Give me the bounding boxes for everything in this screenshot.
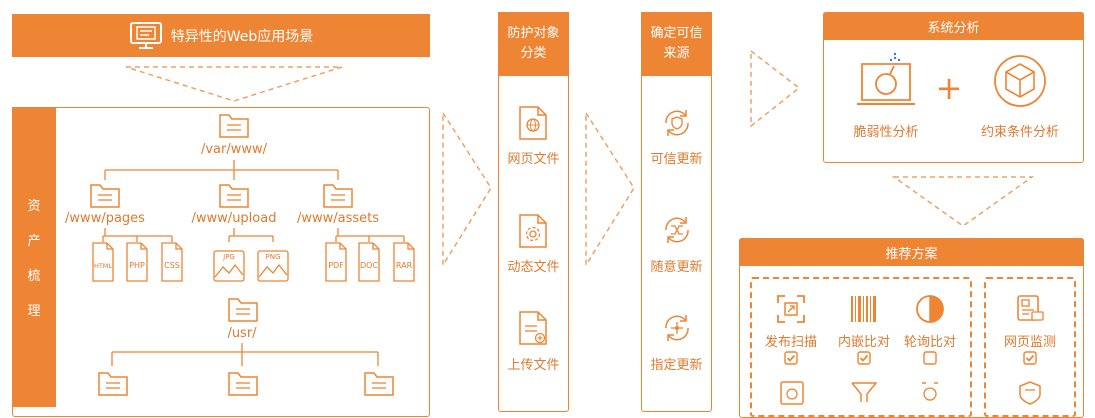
file-icon-pdf: PDF [325, 242, 347, 282]
source-title: 确定可信来源 [650, 26, 703, 61]
check-mark-icon [1025, 354, 1035, 362]
recommend-item-label: 网页监测 [1003, 335, 1056, 350]
badge-icon [922, 382, 938, 401]
root-dir-label: /var/www/ [200, 142, 268, 157]
folder-icon [364, 372, 394, 396]
file-type-label: CSS [164, 261, 180, 270]
down-arrow-header [125, 66, 343, 102]
classify-item-label: 上传文件 [507, 358, 560, 373]
analysis-header: 系统分析 [823, 12, 1084, 40]
bomb-laptop-icon [857, 52, 915, 105]
upload-doc-icon [519, 311, 547, 345]
usr-dir-label: /usr/ [227, 326, 257, 341]
source-header: 确定可信来源 [641, 12, 712, 76]
dir-label-pages: /www/pages [65, 211, 145, 226]
clock-doc-icon [780, 381, 804, 405]
source-item-label: 可信更新 [650, 152, 703, 167]
check-mark-icon [859, 354, 869, 362]
folder-icon [323, 184, 353, 208]
asset-side-char: 梳 [27, 269, 41, 284]
right-arrow-2 [585, 110, 635, 268]
file-icon-jpg: JPG [213, 250, 245, 282]
webpage-doc-icon [519, 106, 547, 140]
dir-label-assets: /www/assets [296, 211, 380, 226]
folder-icon [228, 372, 258, 396]
classify-header: 防护对象分类 [498, 12, 569, 76]
publish-scan-checkbox[interactable] [784, 350, 798, 365]
tree-lines [102, 160, 405, 366]
source-item-label: 随意更新 [650, 260, 703, 275]
down-arrow-analysis [891, 176, 1035, 227]
source-column [641, 12, 712, 412]
constraint-cube-icon [994, 55, 1046, 107]
analysis-title: 系统分析 [927, 20, 980, 36]
folder-icon [98, 372, 128, 396]
barcode-icon [851, 296, 876, 322]
publish-scan-icon [777, 295, 805, 323]
random-refresh-icon [665, 217, 689, 243]
designated-refresh-icon [665, 315, 689, 341]
recommend-item-label: 轮询比对 [903, 335, 956, 350]
plus-sign: + [935, 69, 963, 107]
classify-item-label: 动态文件 [507, 260, 560, 275]
scenario-title: 特异性的Web应用场景 [170, 28, 314, 45]
classify-item-label: 网页文件 [507, 152, 560, 167]
web-monitor-checkbox[interactable] [1023, 350, 1037, 365]
analysis-item-label: 约束条件分析 [980, 125, 1059, 140]
file-icon-rar: RAR [393, 242, 415, 282]
embedded-compare-checkbox[interactable] [857, 350, 871, 365]
dir-label-upload: /www/upload [191, 211, 277, 226]
recommend-box [739, 238, 1084, 418]
file-type-label: HTML [93, 262, 113, 270]
web-monitor-icon [1017, 295, 1044, 321]
analysis-item-label: 脆弱性分析 [853, 125, 919, 140]
filter-icon [851, 382, 878, 402]
right-arrow-3 [750, 49, 801, 128]
file-icon-html: HTML [92, 242, 114, 282]
asset-side-char: 产 [27, 234, 41, 249]
recommend-header: 推荐方案 [739, 238, 1084, 266]
file-icon-png: PNG [257, 250, 289, 282]
file-type-label: PHP [129, 261, 145, 270]
file-icon-css: CSS [161, 242, 183, 282]
file-type-label: PDF [328, 261, 344, 270]
check-mark-icon [786, 354, 796, 362]
folder-icon [90, 184, 120, 208]
recommend-item-label: 内嵌比对 [837, 335, 890, 350]
file-type-label: JPG [223, 253, 235, 261]
asset-side-bar: 资 产 梳 理 [12, 107, 56, 407]
shield-check-icon [1019, 381, 1041, 405]
monitor-icon [129, 21, 163, 51]
classify-column [498, 12, 569, 412]
source-item-label: 指定更新 [650, 358, 703, 373]
folder-icon [228, 298, 258, 322]
file-type-label: RAR [395, 261, 413, 270]
trusted-refresh-icon [665, 110, 689, 136]
recommend-item-label: 发布扫描 [764, 335, 817, 350]
asset-side-char: 理 [27, 304, 41, 319]
asset-side-char: 资 [27, 199, 41, 214]
recommend-title: 推荐方案 [885, 246, 938, 262]
folder-icon [219, 114, 249, 138]
half-circle-icon [916, 295, 944, 323]
right-arrow-1 [442, 110, 492, 268]
classify-title: 防护对象分类 [507, 26, 560, 61]
folder-icon [219, 184, 249, 208]
file-icon-php: PHP [126, 242, 148, 282]
dynamic-doc-icon [519, 214, 547, 248]
file-type-label: PNG [265, 253, 281, 261]
file-icon-doc: DOC [358, 242, 380, 282]
file-type-label: DOC [359, 261, 379, 270]
polling-compare-checkbox[interactable] [923, 350, 937, 365]
scenario-header: 特异性的Web应用场景 [12, 14, 430, 57]
